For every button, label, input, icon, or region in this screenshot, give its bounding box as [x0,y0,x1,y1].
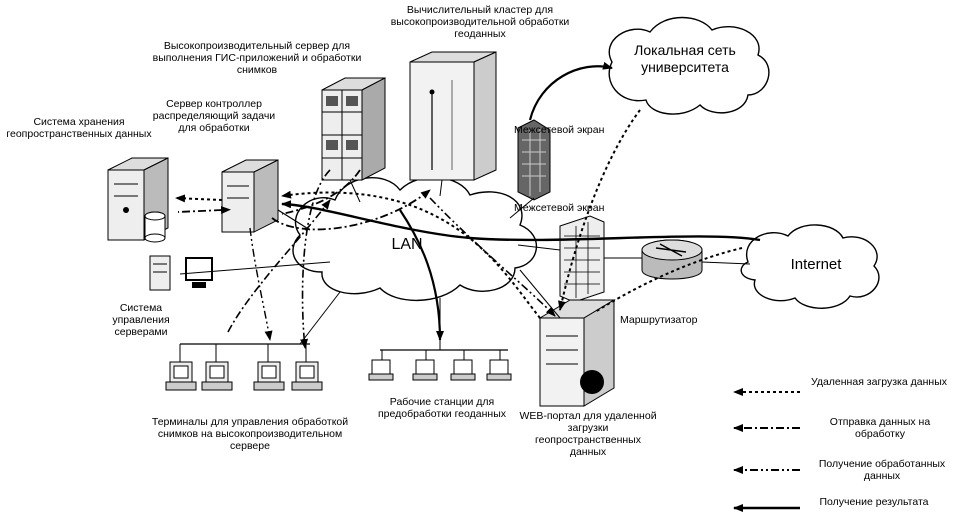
router-icon [642,240,702,279]
firewall-mid-label: Межсетевой экран [514,202,624,214]
terminals-label: Терминалы для управления обработкой сним… [150,416,350,452]
server-management-label: Система управления серверами [100,302,182,338]
controller-server-icon [222,160,278,232]
workstations-icon [369,350,511,380]
web-portal-server-icon [540,300,614,406]
web-portal-label: WEB-портал для удаленной загрузки геопро… [518,410,658,458]
controller-label: Сервер контроллер распределяющий задачи … [148,98,280,134]
lan-label: LAN [382,236,432,254]
workstations-label: Рабочие станции для предобработки геодан… [362,396,522,420]
router-label: Маршрутизатор [620,314,730,326]
storage-label: Система хранения геопространственных дан… [4,116,154,140]
storage-server-icon [108,158,168,242]
server-management-icon [150,256,212,290]
cluster-label: Вычислительный кластер для высокопроизво… [380,4,580,40]
internet-label: Internet [766,256,866,273]
cluster-icon [410,52,496,180]
legend-text-dashdot: Отправка данных на обработку [808,416,952,440]
firewall-top-label: Межсетевой экран [514,124,624,136]
local-network-label: Локальная сеть университета [620,42,750,76]
legend-text-solid: Получение результата [814,496,934,508]
legend-text-dotted: Удаленная загрузка данных [804,376,954,388]
hp-server-label: Высокопроизводительный сервер для выполн… [138,40,376,76]
hp-server-rack-icon [322,78,385,180]
terminals-icon [166,344,322,390]
legend-text-dashdotdot: Получение обработанных данных [808,458,956,482]
legend-lines [734,392,800,508]
